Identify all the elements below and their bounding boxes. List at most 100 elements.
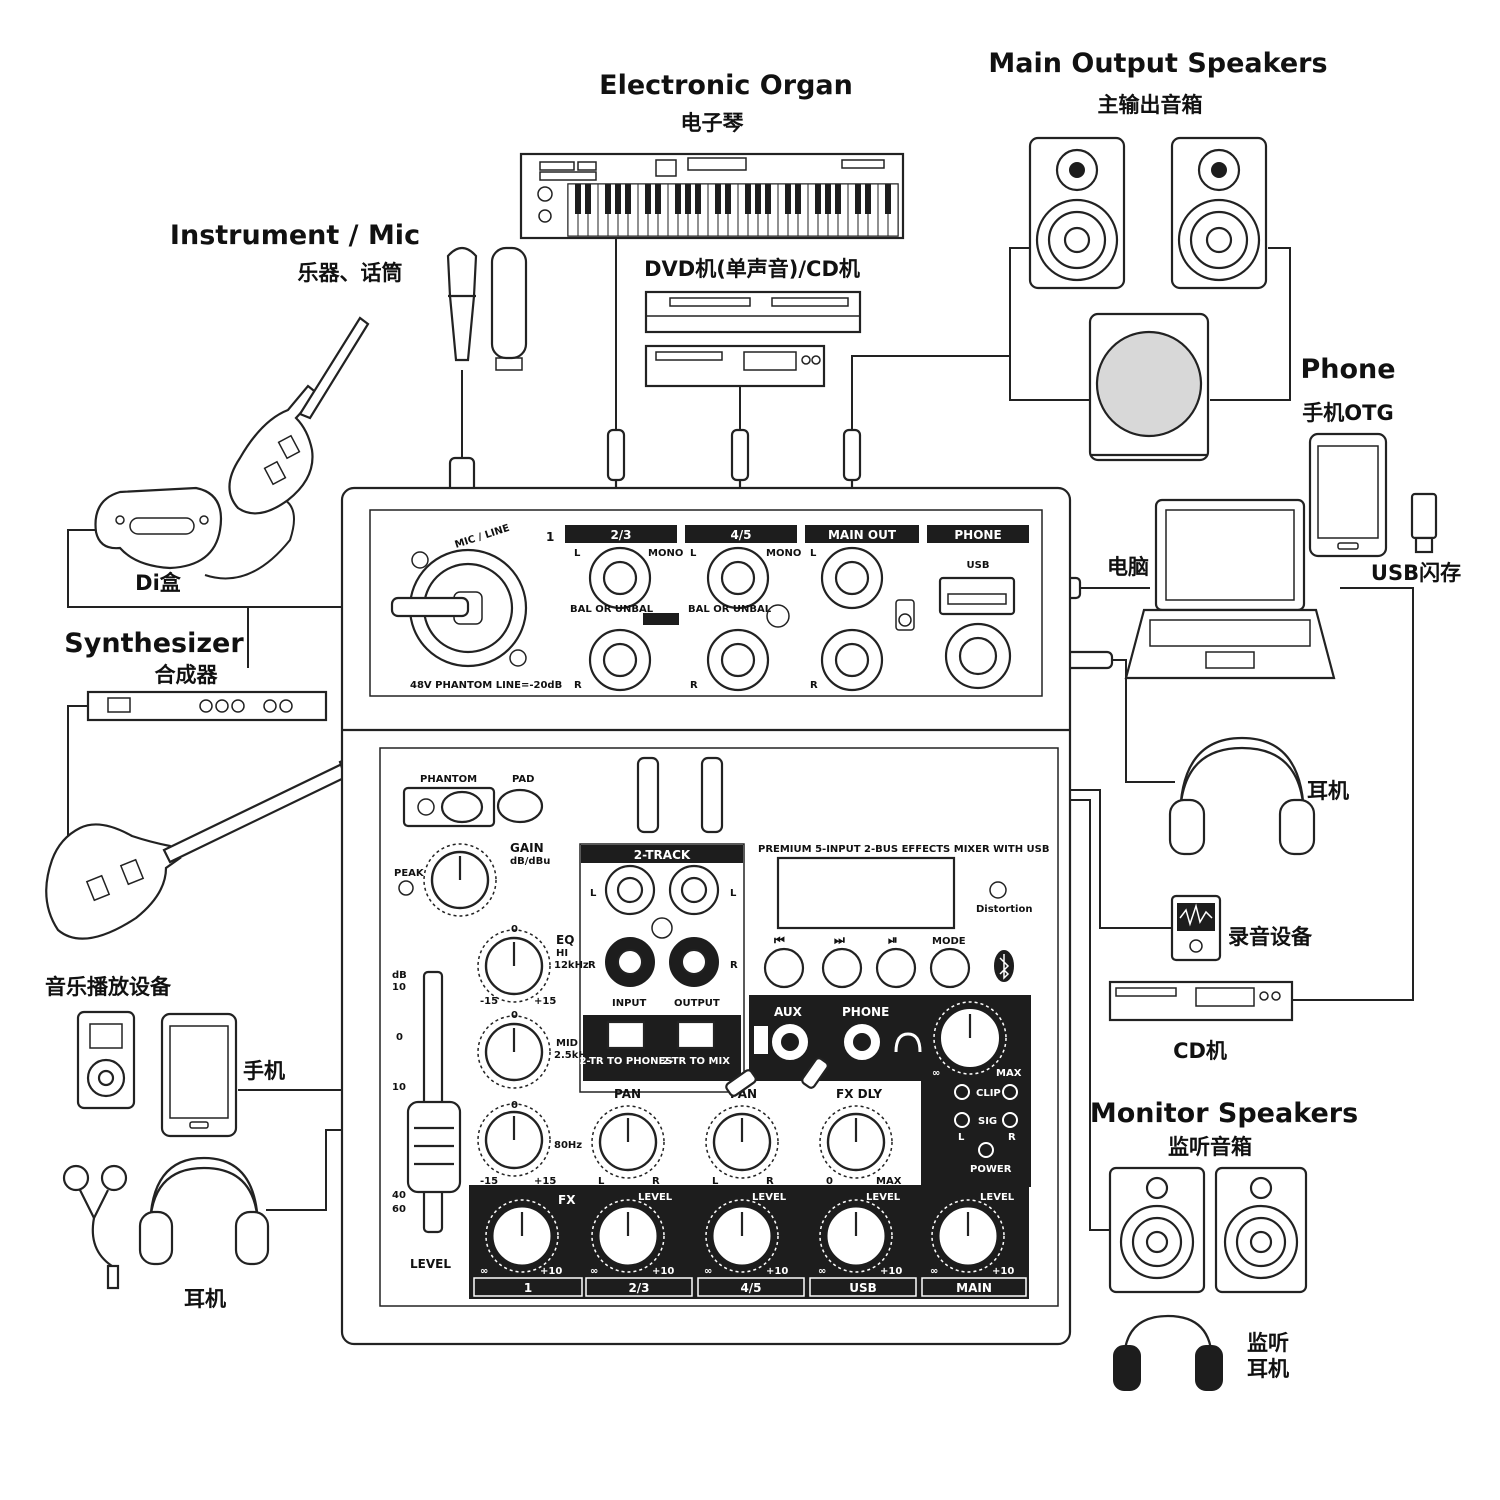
electric-guitar-left <box>45 750 368 940</box>
phone-volume-knob[interactable] <box>933 1001 1007 1075</box>
level-usb-inf: ∞ <box>818 1266 826 1277</box>
rca-input-l[interactable] <box>604 864 656 916</box>
level-usb-level: LEVEL <box>866 1192 901 1203</box>
mode-button[interactable] <box>929 947 971 989</box>
eq-hi-knob[interactable] <box>477 929 551 1003</box>
pan-knob-45[interactable] <box>705 1105 779 1179</box>
two-track-r-in: R <box>588 960 596 971</box>
eq-low-knob[interactable] <box>477 1103 551 1177</box>
fader-level-label: LEVEL <box>410 1257 451 1271</box>
organ-black-key <box>685 184 691 214</box>
eq-low-freq: 80Hz <box>554 1140 582 1151</box>
two-track-l-in: L <box>590 888 597 899</box>
section-45-label: 4/5 <box>730 528 751 542</box>
jack-45-l[interactable] <box>706 546 770 610</box>
mode-label: MODE <box>932 936 966 947</box>
usb-port[interactable] <box>938 576 1016 616</box>
section-23: 2/3 L MONO BAL OR UNBAL R <box>565 525 683 692</box>
phantom-label: PHANTOM <box>420 774 477 785</box>
label-recording-device: 录音设备 <box>1228 925 1313 949</box>
eq-hi-zero: 0 <box>511 924 518 935</box>
display-title: PREMIUM 5-INPUT 2-BUS EFFECTS MIXER WITH… <box>758 844 1050 855</box>
phantom-button[interactable] <box>440 790 484 824</box>
next-button[interactable] <box>821 947 863 989</box>
fader-0-label: 0 <box>396 1032 403 1043</box>
level-strip-23: LEVEL ∞ +10 2/3 <box>585 1192 693 1297</box>
music-player <box>76 1010 136 1110</box>
organ-keys <box>567 183 899 237</box>
display-screen <box>776 856 956 930</box>
two-track-label: 2-TRACK <box>634 848 691 862</box>
phone-jack[interactable] <box>944 622 1012 690</box>
jack-23-l[interactable] <box>588 546 652 610</box>
level-45-label: 4/5 <box>740 1281 761 1295</box>
prev-label: ⏮ <box>774 933 785 947</box>
fx-dly-knob[interactable] <box>819 1105 893 1179</box>
organ-black-key <box>715 184 721 214</box>
gain-knob[interactable] <box>423 843 497 917</box>
jack-45-r-label: R <box>690 680 698 691</box>
fader-40-label: 40 <box>392 1190 406 1201</box>
jack-main-r[interactable] <box>820 628 884 692</box>
organ-black-key <box>625 184 631 214</box>
sig-label: SIG <box>978 1116 997 1127</box>
organ-black-key <box>835 184 841 214</box>
label-usb-flash: USB闪存 <box>1371 561 1461 585</box>
headphones-right <box>1168 736 1316 856</box>
level-23-level: LEVEL <box>638 1192 673 1203</box>
level-main-level: LEVEL <box>980 1192 1015 1203</box>
level-23-inf: ∞ <box>590 1266 598 1277</box>
organ-black-key <box>765 184 771 214</box>
microphone-condenser <box>490 246 528 371</box>
distortion-led <box>989 881 1007 899</box>
eq-hi-minus15: -15 <box>480 996 498 1007</box>
organ-black-key <box>655 184 661 214</box>
section-phone-label: PHONE <box>954 528 1001 542</box>
eq-hi-label: HI <box>556 948 568 959</box>
section-23-label: 2/3 <box>610 528 631 542</box>
label-monitor-headphones-2: 耳机 <box>1247 1357 1289 1381</box>
level-23-plus10: +10 <box>652 1266 674 1277</box>
gain-label: GAIN <box>510 841 544 855</box>
eq-mid-knob[interactable] <box>477 1015 551 1089</box>
prev-button[interactable] <box>763 947 805 989</box>
jack-45-r[interactable] <box>706 628 770 692</box>
level-45-level: LEVEL <box>752 1192 787 1203</box>
phone-knob-inf: ∞ <box>932 1068 940 1079</box>
led-r-label: R <box>1008 1132 1016 1143</box>
pan-knob-23[interactable] <box>591 1105 665 1179</box>
rca-output-l[interactable] <box>668 864 720 916</box>
level-strip-main: LEVEL ∞ +10 MAIN <box>921 1192 1027 1297</box>
level-usb-label: USB <box>849 1281 877 1295</box>
jack-23-r[interactable] <box>588 628 652 692</box>
play-pause-button[interactable] <box>875 947 917 989</box>
eq-section: EQ HI 12kHz 0 -15 +15 MID 2.5kHz 0 80Hz <box>477 924 593 1187</box>
jack-main-l[interactable] <box>820 546 884 610</box>
tr-to-phones-button[interactable] <box>606 1020 646 1050</box>
tr-to-mix-button[interactable] <box>676 1020 716 1050</box>
level-1-label: 1 <box>524 1281 532 1295</box>
label-synthesizer: Synthesizer <box>64 628 244 659</box>
level-usb-plus10: +10 <box>880 1266 902 1277</box>
mobile-phone <box>160 1012 238 1138</box>
fader-10-label: 10 <box>392 982 406 993</box>
two-track-section: 2-TRACK L L R R INPUT OUTPUT 2-TR TO PHO… <box>579 843 745 1093</box>
label-computer: 电脑 <box>1107 555 1149 579</box>
media-player-section: PREMIUM 5-INPUT 2-BUS EFFECTS MIXER WITH… <box>758 844 1050 989</box>
organ-black-key <box>795 184 801 214</box>
play-pause-label: ⏯ <box>888 933 898 947</box>
pad-button[interactable] <box>496 788 544 824</box>
cd-player-right <box>1108 980 1294 1022</box>
subwoofer <box>1088 312 1210 462</box>
di-box <box>94 486 223 570</box>
eq-low-minus15: -15 <box>480 1176 498 1187</box>
pan-23-l: L <box>598 1176 605 1187</box>
pan-23-r: R <box>652 1176 660 1187</box>
phone-out-label: PHONE <box>842 1005 889 1019</box>
label-monitor-speakers: Monitor Speakers <box>1090 1098 1358 1129</box>
label-electronic-organ-cn: 电子琴 <box>681 111 745 135</box>
organ-black-key <box>585 184 591 214</box>
phantom-note: 48V PHANTOM LINE=-20dB <box>410 680 562 691</box>
level-45-inf: ∞ <box>704 1266 712 1277</box>
label-monitor-speakers-cn: 监听音箱 <box>1168 1135 1252 1159</box>
